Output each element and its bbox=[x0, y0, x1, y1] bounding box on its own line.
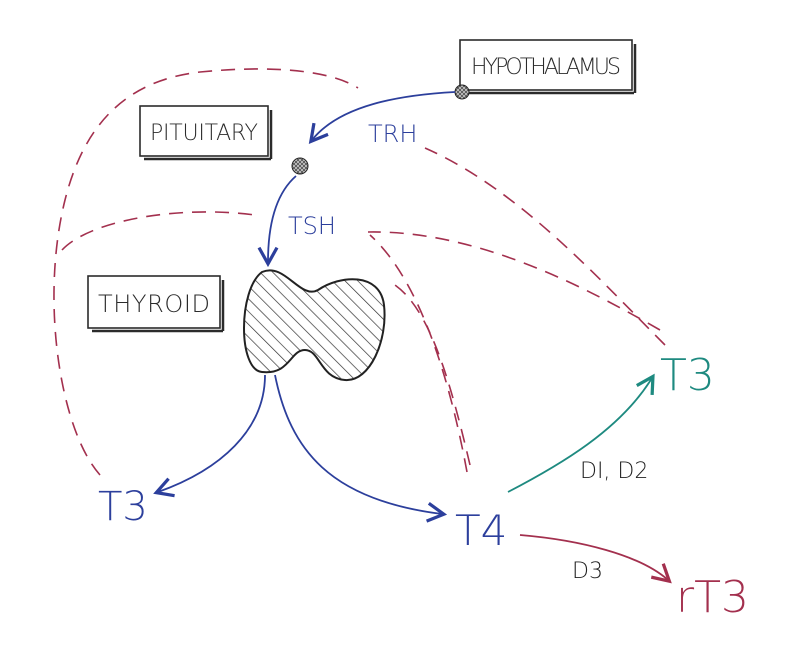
t4-to-rt3-arrow bbox=[519, 534, 672, 584]
pituitary-box: PITUITARY bbox=[139, 105, 273, 161]
d1-d2-label: DI, D2 bbox=[580, 459, 648, 484]
t4-to-t3-arrow bbox=[507, 373, 655, 493]
thyroid-box: THYROID bbox=[87, 275, 225, 333]
thyroid-to-t4-arrow bbox=[274, 374, 448, 523]
rt3-label: rT3 bbox=[676, 572, 749, 623]
hypothalamus-node-dot bbox=[454, 84, 470, 100]
d3-label: D3 bbox=[572, 559, 603, 584]
thyroid-label: THYROID bbox=[98, 290, 210, 318]
feedback-t3-to-hypothalamus bbox=[53, 68, 359, 476]
thyroid-gland-icon bbox=[243, 269, 386, 382]
feedback-to-tsh-left bbox=[61, 211, 256, 251]
tsh-label: TSH bbox=[288, 212, 336, 240]
hypothalamus-label: HYPOTHALAMUS bbox=[471, 55, 621, 80]
pituitary-node-dot bbox=[291, 157, 309, 175]
feedback-t4-to-tsh bbox=[369, 234, 468, 473]
trh-arrow bbox=[308, 91, 456, 145]
tsh-arrow bbox=[257, 175, 297, 268]
feedback-t3-to-tsh bbox=[367, 231, 661, 331]
hypothalamus-box: HYPOTHALAMUS bbox=[459, 39, 637, 95]
thyroid-to-t3-arrow bbox=[153, 374, 266, 498]
t4-label: T4 bbox=[455, 506, 507, 555]
trh-label: TRH bbox=[368, 120, 417, 148]
feedback-t4-to-thyroid bbox=[394, 284, 471, 466]
t3-right-label: T3 bbox=[660, 350, 715, 401]
t3-left-label: T3 bbox=[98, 484, 148, 530]
feedback-lines bbox=[53, 68, 666, 476]
pituitary-label: PITUITARY bbox=[150, 121, 258, 146]
feedback-t3-to-trh bbox=[424, 147, 666, 346]
